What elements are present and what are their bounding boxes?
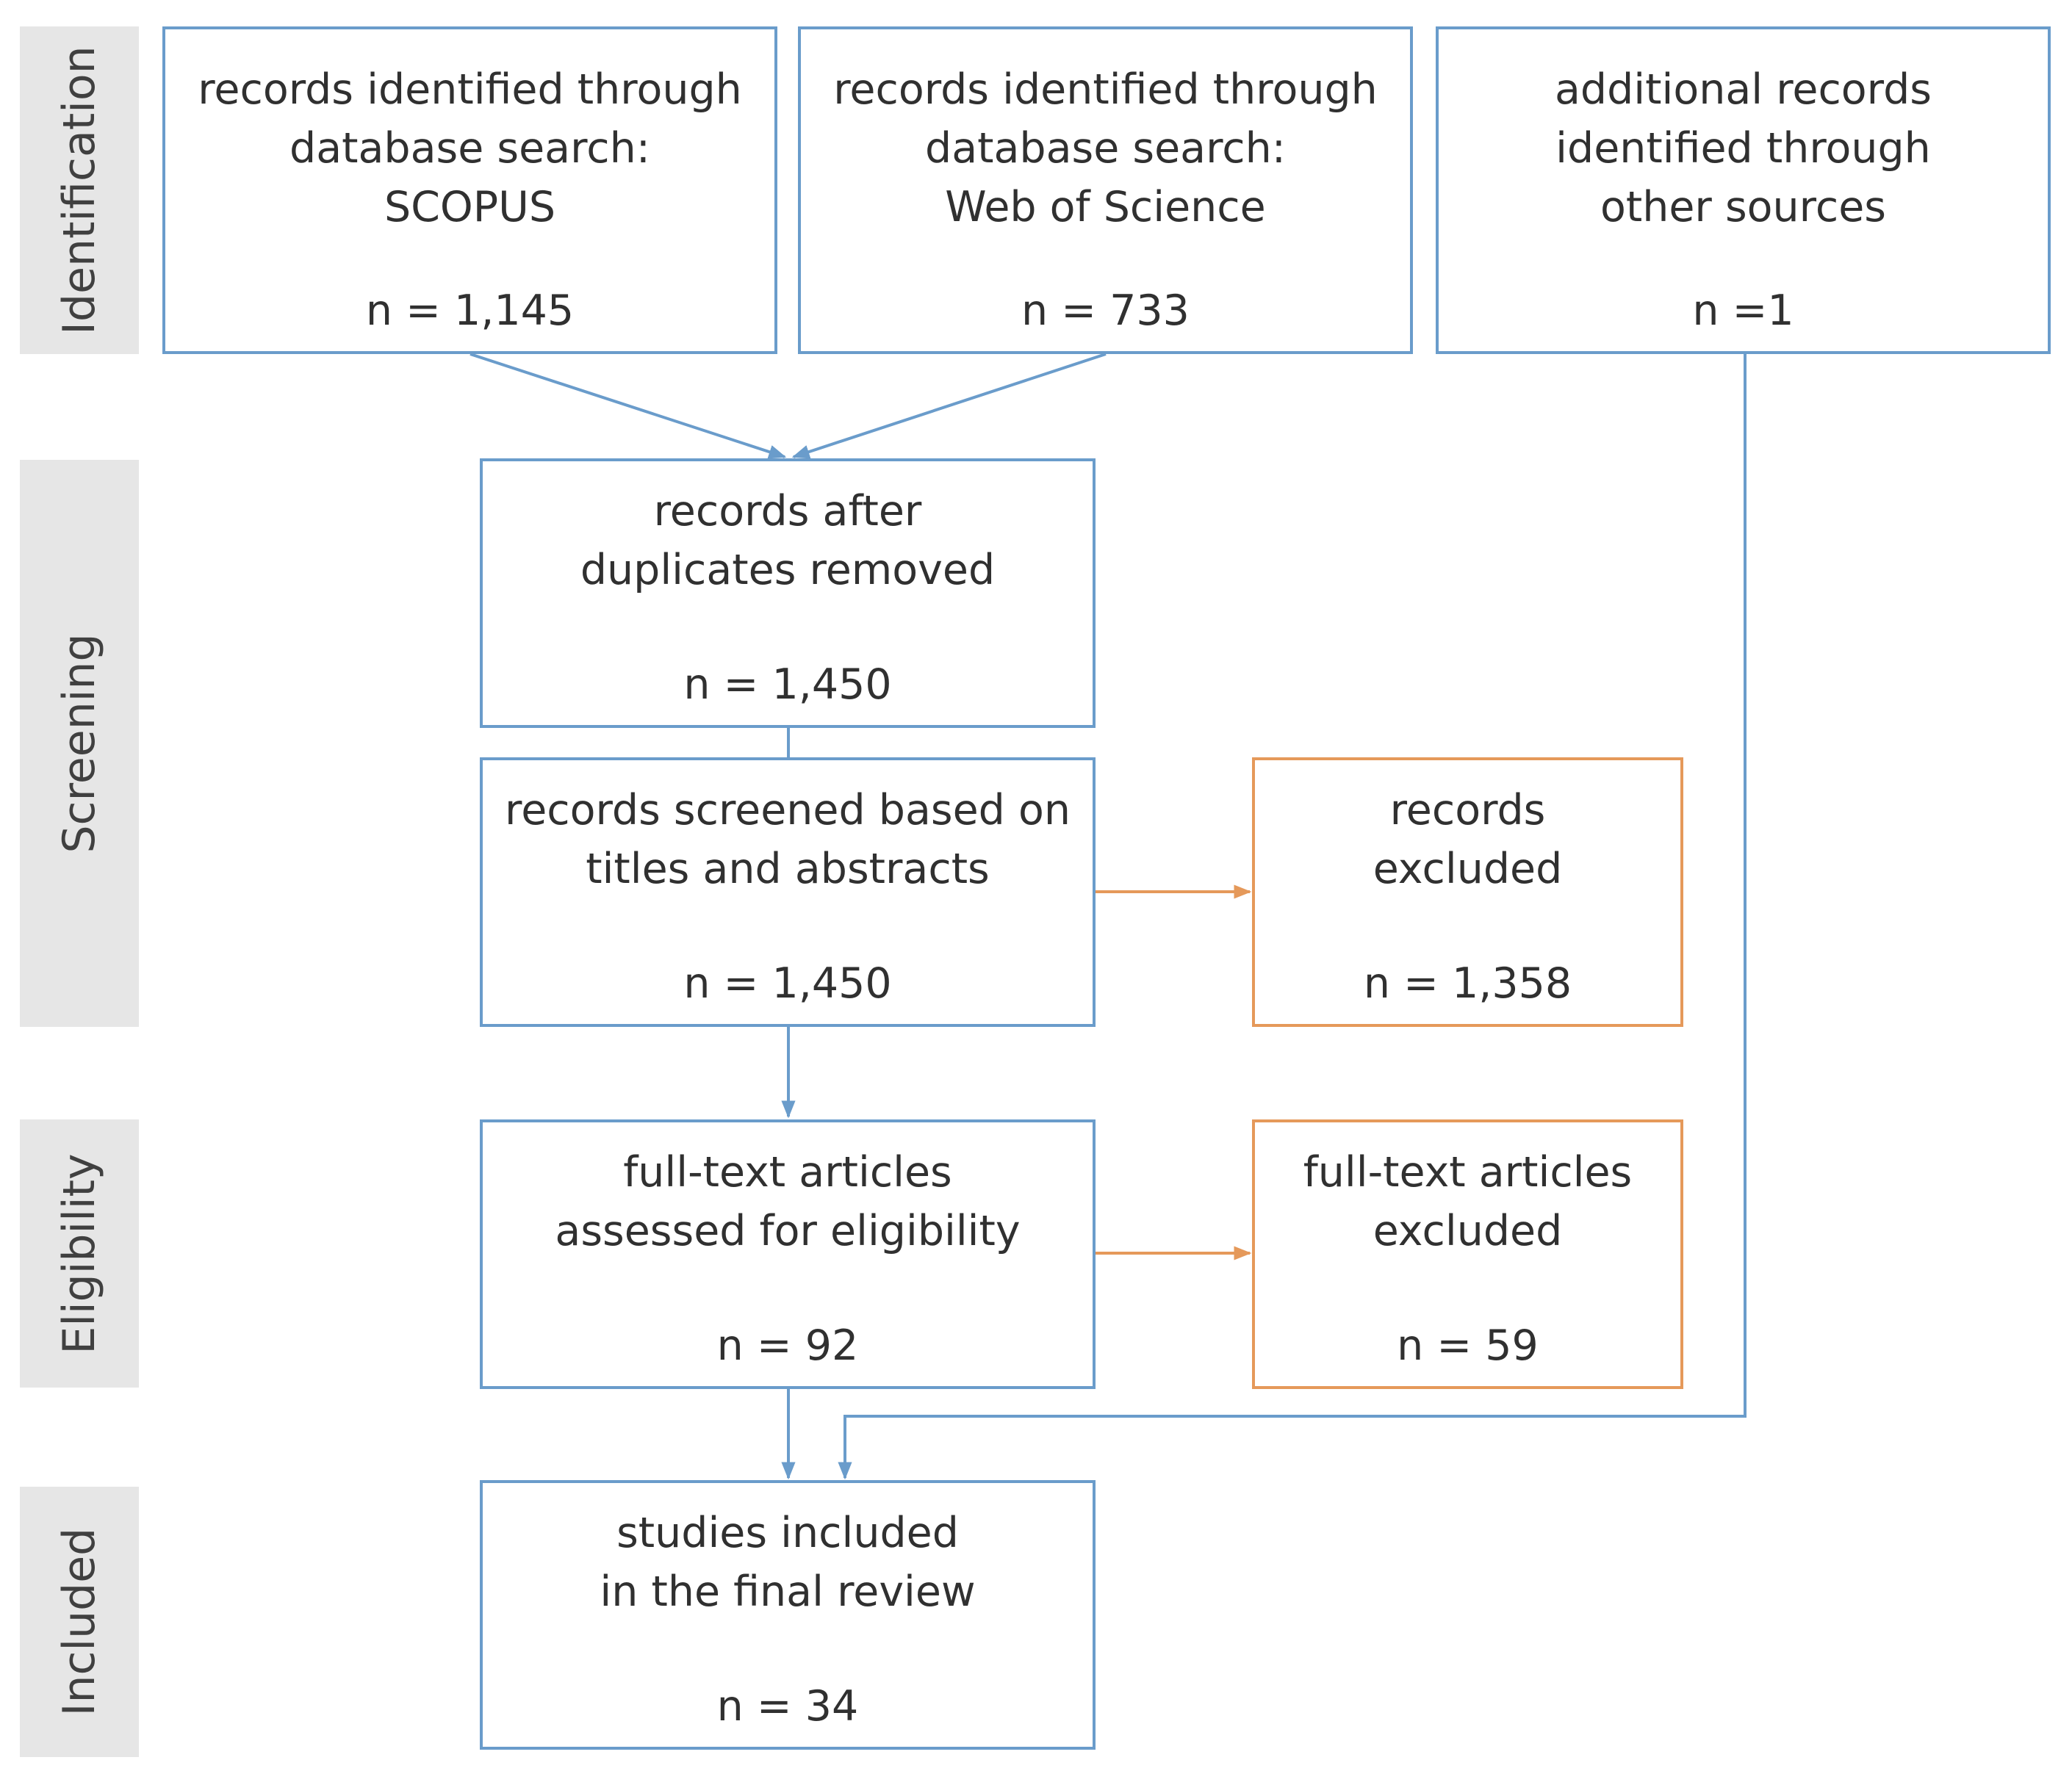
- box-count: n = 1,358: [1363, 959, 1572, 1008]
- box-count: n =1: [1692, 286, 1794, 335]
- box-count: n = 1,450: [683, 660, 892, 709]
- arrow-scopus-to-deduplicated: [470, 353, 787, 459]
- box-scopus-records: records identified through database sear…: [162, 26, 777, 354]
- box-line: assessed for eligibility: [555, 1207, 1021, 1255]
- phase-label: Identification: [54, 46, 105, 335]
- box-line: database search:: [289, 124, 650, 173]
- box-line: in the final review: [600, 1568, 976, 1616]
- phase-included: Included: [20, 1487, 139, 1757]
- box-line: studies included: [616, 1509, 959, 1557]
- box-fulltext-assessed: full-text articles assessed for eligibil…: [480, 1119, 1096, 1389]
- box-line: identified through: [1555, 124, 1931, 173]
- box-line: excluded: [1373, 845, 1563, 893]
- phase-identification: Identification: [20, 26, 139, 354]
- box-wos-records: records identified through database sear…: [798, 26, 1413, 354]
- phase-eligibility: Eligibility: [20, 1119, 139, 1388]
- box-line: records identified through: [198, 65, 742, 114]
- phase-label: Included: [54, 1527, 105, 1717]
- box-records-screened: records screened based on titles and abs…: [480, 757, 1096, 1027]
- box-line: full-text articles: [623, 1148, 952, 1197]
- box-count: n = 92: [716, 1321, 859, 1370]
- box-count: n = 1,450: [683, 959, 892, 1008]
- box-count: n = 34: [716, 1682, 859, 1731]
- box-line: excluded: [1373, 1207, 1563, 1255]
- box-count: n = 733: [1021, 286, 1190, 335]
- box-records-excluded: records excluded n = 1,358: [1252, 757, 1683, 1027]
- box-line: other sources: [1600, 183, 1886, 231]
- phase-label: Screening: [54, 633, 105, 854]
- box-count: n = 1,145: [365, 286, 575, 335]
- box-line: records after: [653, 487, 922, 535]
- box-line: duplicates removed: [580, 546, 996, 594]
- box-line: database search:: [925, 124, 1286, 173]
- box-line: SCOPUS: [384, 183, 556, 231]
- box-line: records: [1389, 786, 1546, 834]
- phase-label: Eligibility: [54, 1153, 105, 1355]
- arrow-wos-to-deduplicated: [791, 353, 1107, 459]
- box-fulltext-excluded: full-text articles excluded n = 59: [1252, 1119, 1683, 1389]
- box-count: n = 59: [1397, 1321, 1539, 1370]
- box-line: records identified through: [833, 65, 1378, 114]
- box-line: records screened based on: [505, 786, 1071, 834]
- box-line: Web of Science: [945, 183, 1266, 231]
- box-duplicates-removed: records after duplicates removed n = 1,4…: [480, 458, 1096, 728]
- box-line: additional records: [1555, 65, 1932, 114]
- box-other-sources: additional records identified through ot…: [1436, 26, 2051, 354]
- box-studies-included: studies included in the final review n =…: [480, 1480, 1096, 1750]
- arrow-other-to-included: [838, 354, 1747, 1480]
- box-line: full-text articles: [1303, 1148, 1633, 1197]
- phase-screening: Screening: [20, 460, 139, 1027]
- box-line: titles and abstracts: [586, 845, 990, 893]
